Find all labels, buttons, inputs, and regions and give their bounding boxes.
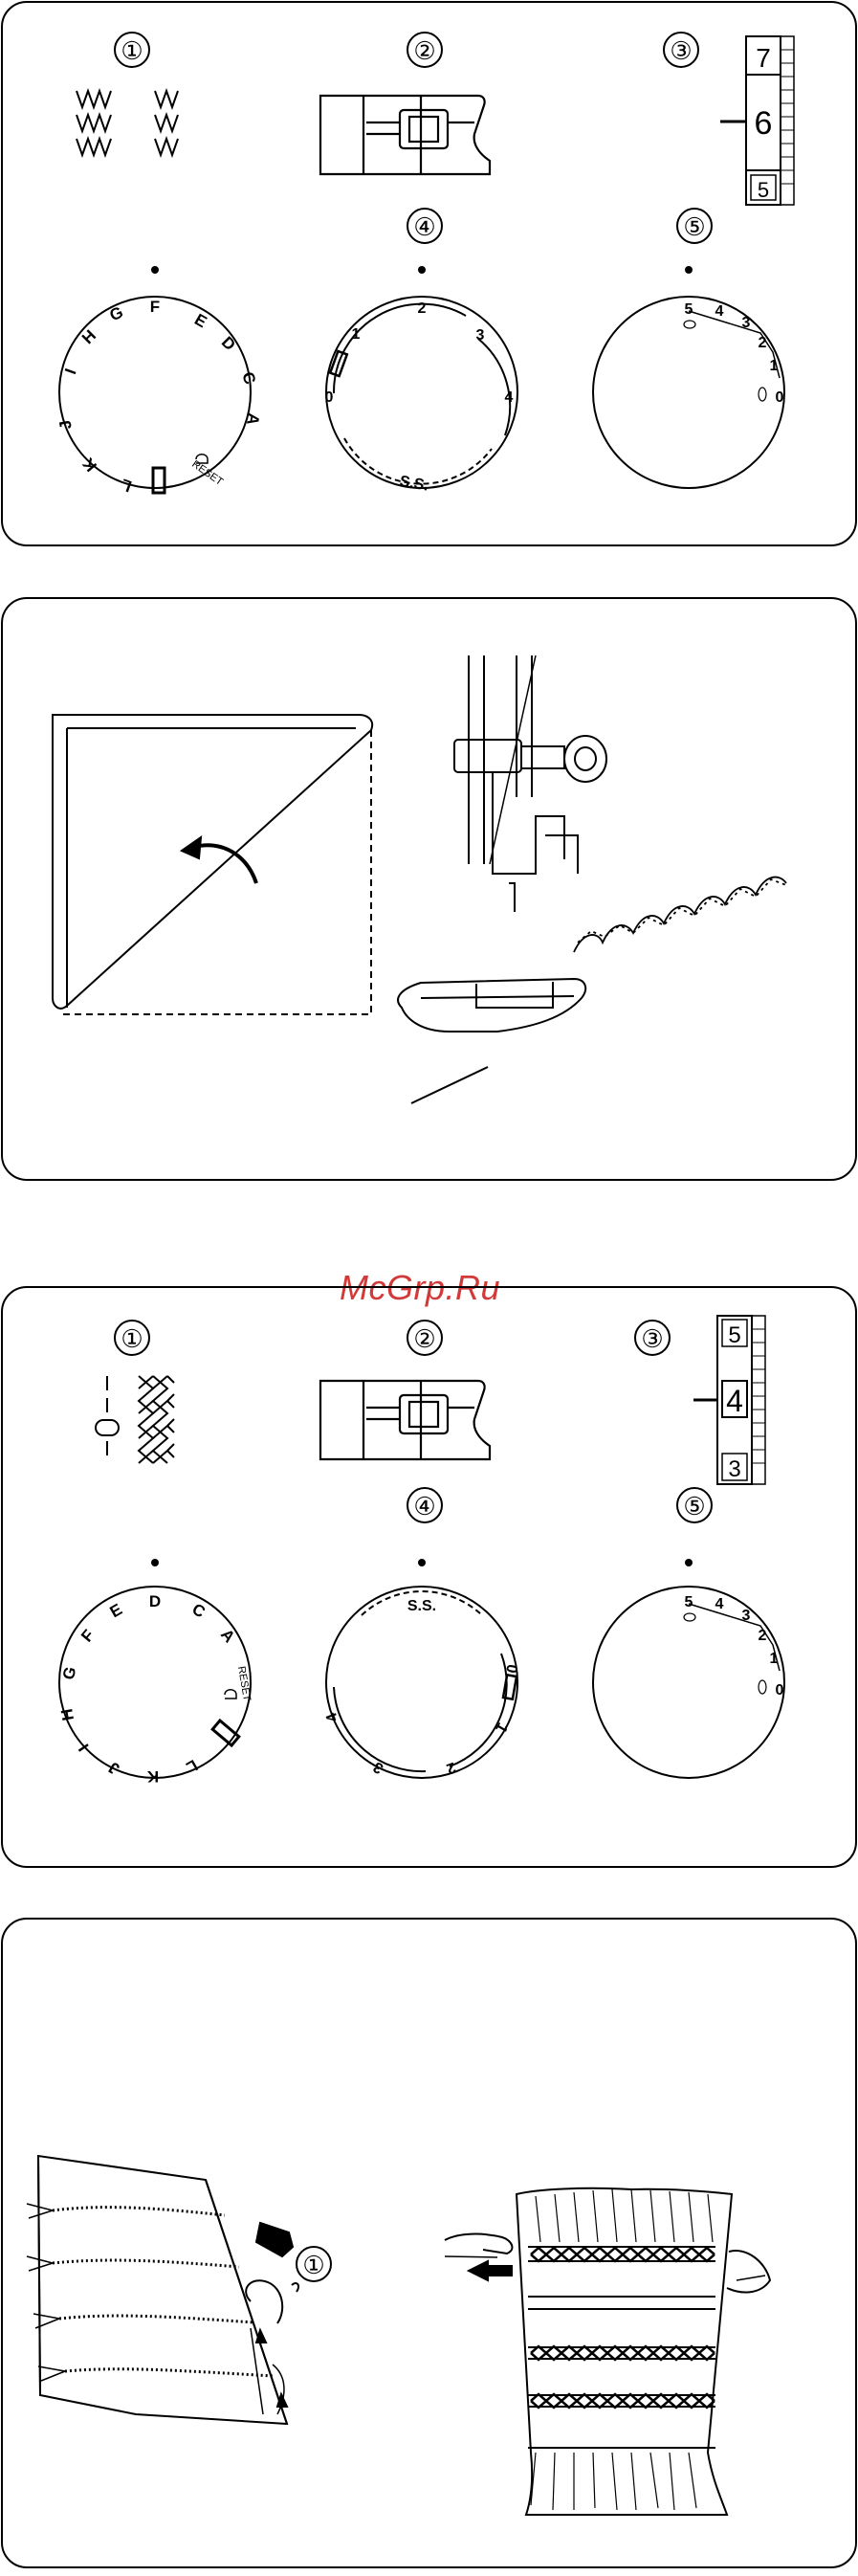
marker-3: ③ <box>635 1321 670 1355</box>
marker-5: ⑤ <box>677 1488 712 1522</box>
tension-value-3: 3 <box>742 315 751 331</box>
pattern-letter-d: D <box>218 333 239 354</box>
width-value-4: 4 <box>505 389 514 406</box>
pattern-letter-a: A <box>217 1626 238 1647</box>
pattern-letter-e: E <box>191 310 209 331</box>
pattern-letter-j: J <box>55 419 75 432</box>
tension-value-1: 1 <box>770 1651 779 1667</box>
pattern-letter-k: K <box>146 1767 159 1786</box>
pattern-letter-f: F <box>150 298 160 316</box>
tension-value-0: 0 <box>776 389 784 406</box>
direction-arrow-icon <box>469 2261 512 2280</box>
pattern-letter-h: H <box>57 1707 77 1721</box>
pattern-letter-c: C <box>238 369 259 387</box>
pattern-letter-l: L <box>119 475 134 495</box>
pattern-selector-dial: F E D C A G H I J K L RESET <box>55 266 262 496</box>
marker-5-label: ⑤ <box>683 212 705 241</box>
marker-1: ① <box>115 33 149 67</box>
pattern-letter-g: G <box>59 1665 80 1682</box>
marker-3: ③ <box>664 33 698 67</box>
presser-foot-sewing-illustration <box>398 655 606 1103</box>
folded-fabric-illustration <box>53 715 372 1014</box>
width-value-1: 1 <box>492 1720 510 1735</box>
illustration-panel-4: ① <box>0 1917 858 2576</box>
tension-value-0: 0 <box>776 1682 784 1699</box>
pattern-selector-dial: D C A E F G H I J K L RESET <box>57 1559 253 1786</box>
tension-value-1: 1 <box>770 358 779 374</box>
stitch-length-scale: 7 6 5 <box>720 36 794 205</box>
tension-value-4: 4 <box>715 303 724 320</box>
width-value-3: 3 <box>476 327 485 344</box>
stitch-width-dial: 0 1 2 3 4 S.S. <box>325 266 517 495</box>
marker-1: ① <box>115 1321 149 1355</box>
marker-1-label: ① <box>121 36 143 65</box>
marker-4-label: ④ <box>413 212 435 241</box>
length-scale-bottom: 5 <box>758 178 769 202</box>
stitch-length-scale: 5 4 3 <box>693 1316 765 1484</box>
zigzag-stitch-icon <box>77 91 178 155</box>
marker-3-label: ③ <box>641 1324 663 1353</box>
tension-value-4: 4 <box>715 1596 724 1612</box>
illustration-panel-2 <box>0 596 858 1185</box>
pattern-letter-j: J <box>105 1758 122 1778</box>
marker-3-label: ③ <box>670 36 692 65</box>
length-scale-top: 7 <box>756 43 771 73</box>
marker-4-label: ④ <box>413 1492 435 1521</box>
width-value-ss: S.S. <box>398 474 429 495</box>
marker-5: ⑤ <box>677 209 712 243</box>
presser-foot-icon <box>320 96 490 174</box>
pattern-letter-d: D <box>149 1592 161 1610</box>
marker-2-label: ② <box>413 36 435 65</box>
pattern-letter-k: K <box>78 454 100 475</box>
settings-panel-1: ① ② ③ ④ ⑤ <box>0 0 858 550</box>
scallop-stitch-illustration <box>574 877 786 952</box>
length-scale-top: 5 <box>728 1322 740 1348</box>
thread-tension-dial: 5 4 3 2 1 0 <box>593 266 784 488</box>
marker-5-label: ⑤ <box>683 1492 705 1521</box>
pattern-dial-indicator <box>212 1721 239 1745</box>
marker-1: ① <box>297 2247 331 2281</box>
width-value-ss: S.S. <box>407 1598 436 1614</box>
length-scale-bottom: 3 <box>728 1456 740 1482</box>
pattern-letter-g: G <box>107 303 126 325</box>
width-value-4: 4 <box>323 1710 341 1723</box>
smocked-fabric-illustration <box>445 2188 770 2515</box>
tension-value-3: 3 <box>742 1608 751 1624</box>
pull-arrow-icon <box>256 2223 293 2256</box>
width-value-3: 3 <box>371 1758 386 1776</box>
tension-value-2: 2 <box>759 335 767 351</box>
fold-arrow-icon <box>182 837 201 858</box>
thread-tension-dial: 5 4 3 2 1 0 <box>593 1559 784 1778</box>
marker-2-label: ② <box>413 1324 435 1353</box>
gathering-threads-illustration <box>27 2156 298 2424</box>
marker-2: ② <box>407 33 442 67</box>
marker-1-label: ① <box>121 1324 143 1353</box>
pattern-letter-e: E <box>107 1600 125 1621</box>
tension-value-5: 5 <box>685 1594 693 1610</box>
length-scale-current: 6 <box>755 105 773 142</box>
presser-foot-icon <box>320 1381 490 1459</box>
settings-panel-3: ① ② ③ ④ ⑤ <box>0 1285 858 1871</box>
tension-value-5: 5 <box>685 301 693 318</box>
pattern-letter-f: F <box>77 1626 98 1645</box>
tension-value-2: 2 <box>759 1628 767 1644</box>
reset-icon <box>225 1690 236 1699</box>
pattern-letter-i: I <box>61 366 79 377</box>
width-value-2: 2 <box>418 300 427 317</box>
pattern-dial-indicator <box>153 468 165 493</box>
length-scale-current: 4 <box>726 1384 743 1418</box>
stitch-width-dial: S.S. 0 1 2 3 4 <box>323 1559 519 1778</box>
width-value-1: 1 <box>352 326 361 343</box>
smocking-stitch-icon <box>96 1376 174 1463</box>
marker-2: ② <box>407 1321 442 1355</box>
marker-4: ④ <box>407 1488 442 1522</box>
marker-1-label: ① <box>302 2251 324 2279</box>
pattern-letter-c: C <box>189 1600 209 1622</box>
marker-4: ④ <box>407 209 442 243</box>
width-value-0: 0 <box>325 389 334 406</box>
